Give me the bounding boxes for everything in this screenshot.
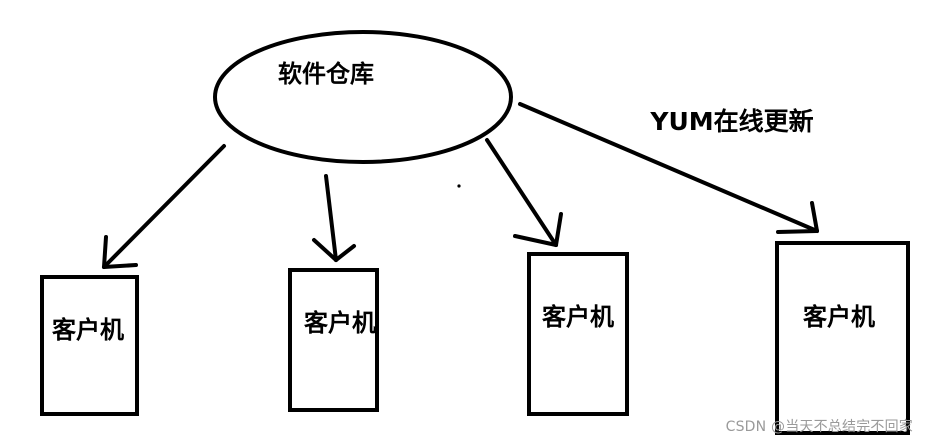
client-label-1: 客户机 — [52, 316, 124, 344]
client-box-3: 客户机 — [527, 252, 629, 416]
stray-dot — [457, 184, 461, 188]
client-box-2: 客户机 — [288, 268, 379, 412]
arrow-to-client-3 — [485, 138, 563, 247]
repository-ellipse — [213, 30, 513, 164]
client-label-2: 客户机 — [304, 309, 376, 337]
client-label-4: 客户机 — [803, 303, 875, 331]
client-box-4: 客户机 — [775, 241, 910, 435]
watermark-text: CSDN @当天不总结完不回家 — [725, 419, 913, 435]
client-label-3: 客户机 — [542, 303, 614, 331]
arrow-to-client-2 — [312, 174, 356, 262]
yum-update-label: YUM在线更新 — [649, 107, 813, 136]
arrow-to-client-4 — [518, 102, 819, 234]
client-box-1: 客户机 — [40, 275, 139, 416]
arrow-to-client-1 — [102, 144, 226, 269]
repository-label: 软件仓库 — [278, 60, 374, 88]
